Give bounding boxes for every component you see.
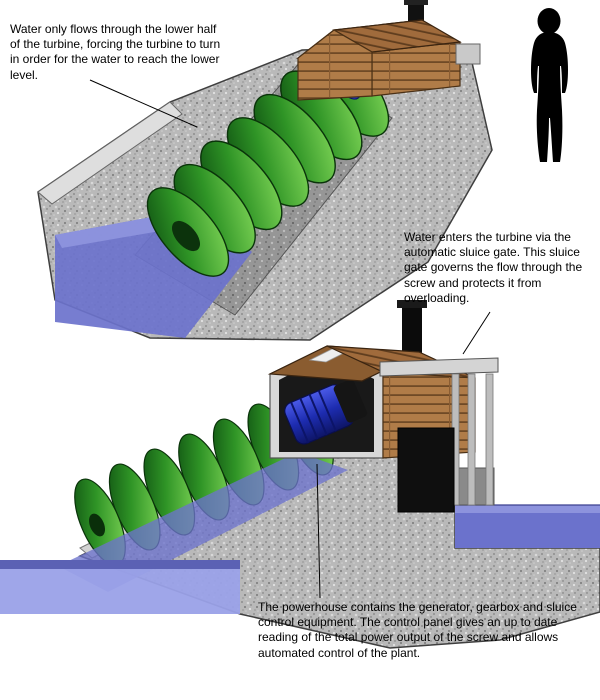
leader-line-powerhouse	[316, 463, 321, 599]
annotation-turbine-flow: Water only flows through the lower half …	[10, 22, 221, 82]
bottom-figure	[0, 300, 600, 649]
hut-vent-box	[455, 43, 481, 65]
leader-line-turbine-flow	[89, 79, 198, 128]
top-powerhouse-hut	[295, 0, 481, 101]
sluice-gate-assembly	[379, 357, 499, 506]
sluice-column	[485, 373, 494, 506]
annotation-powerhouse: The powerhouse contains the generator, g…	[258, 600, 577, 660]
hut-front-gable	[297, 29, 373, 101]
intake-water	[455, 504, 600, 548]
bottom-chimney	[397, 300, 427, 356]
sluice-column	[467, 373, 476, 506]
control-cabinet	[397, 427, 455, 513]
top-chimney	[408, 2, 424, 22]
top-figure	[37, 0, 493, 341]
top-left-parapet	[37, 101, 183, 205]
leader-line-sluice	[462, 311, 491, 355]
sluice-top-slab	[379, 357, 499, 377]
gearbox	[333, 379, 368, 423]
person-silhouette-icon	[531, 8, 568, 162]
tailrace-water	[0, 560, 240, 614]
annotation-sluice-gate: Water enters the turbine via the automat…	[404, 230, 583, 305]
generator	[284, 379, 368, 445]
trough-water	[58, 452, 348, 592]
